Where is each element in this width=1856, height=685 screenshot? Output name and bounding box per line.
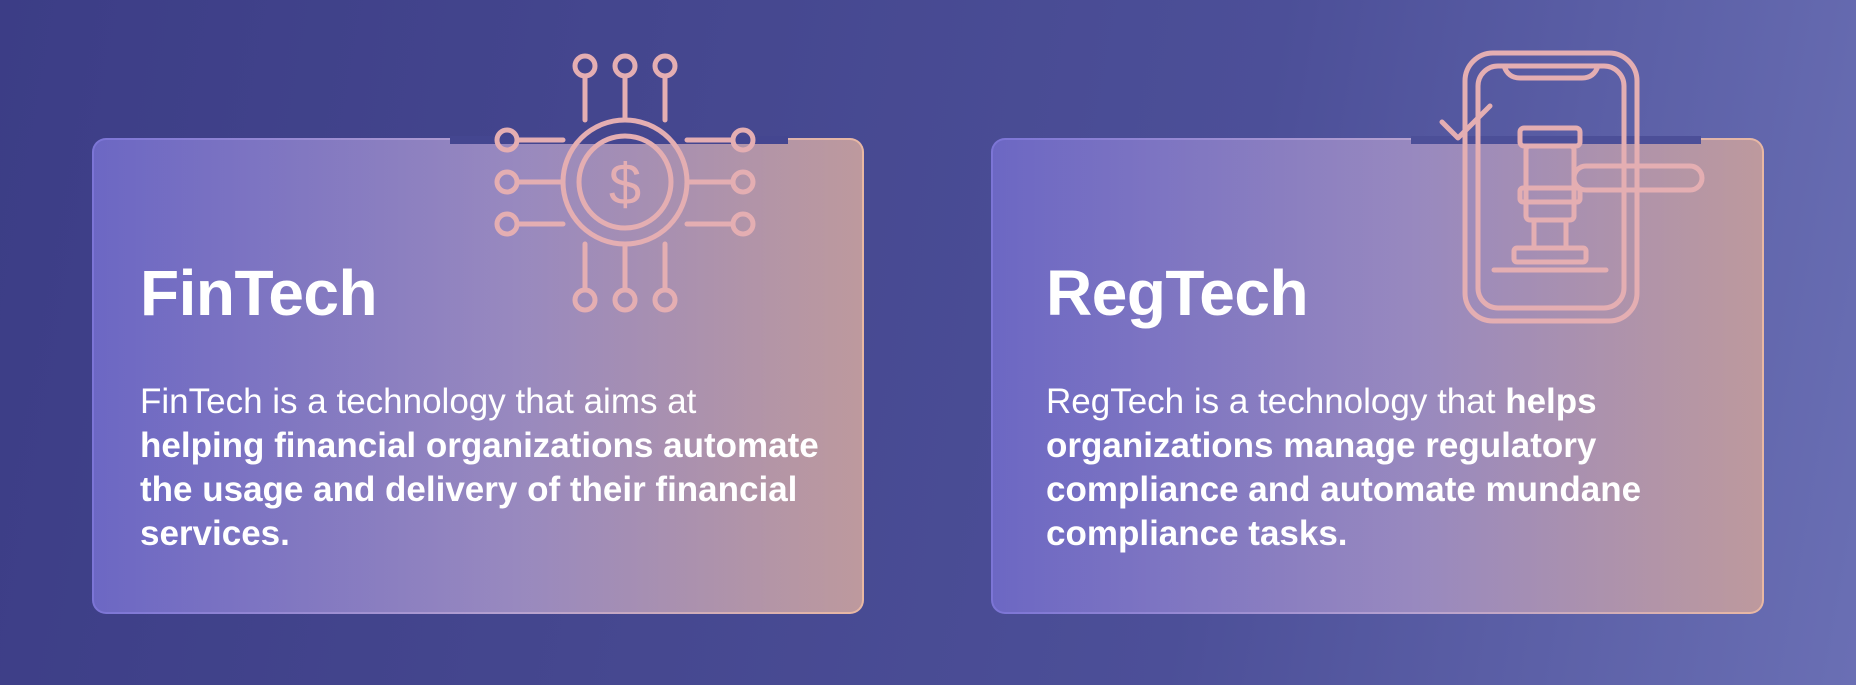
- circuit-dollar-icon: $: [494, 53, 756, 313]
- regtech-desc-plain: RegTech is a technology that: [1046, 382, 1496, 421]
- fintech-desc-bold: helping financial organizations automate…: [140, 426, 819, 553]
- fintech-title: FinTech: [140, 257, 378, 329]
- regtech-card: [991, 136, 1764, 614]
- border-gap: [450, 136, 788, 144]
- regtech-description: RegTech is a technology that helps organ…: [1046, 380, 1726, 556]
- fintech-desc-plain: FinTech is a technology that aims at: [140, 382, 697, 421]
- regtech-desc-bold: helps organizations manage regulatory co…: [1046, 382, 1642, 553]
- phone-gavel-icon: [1439, 50, 1705, 324]
- dollar-glyph: $: [609, 152, 641, 217]
- regtech-title: RegTech: [1046, 257, 1309, 329]
- fintech-description: FinTech is a technology that aims at hel…: [140, 380, 820, 556]
- border-gap: [1411, 136, 1701, 144]
